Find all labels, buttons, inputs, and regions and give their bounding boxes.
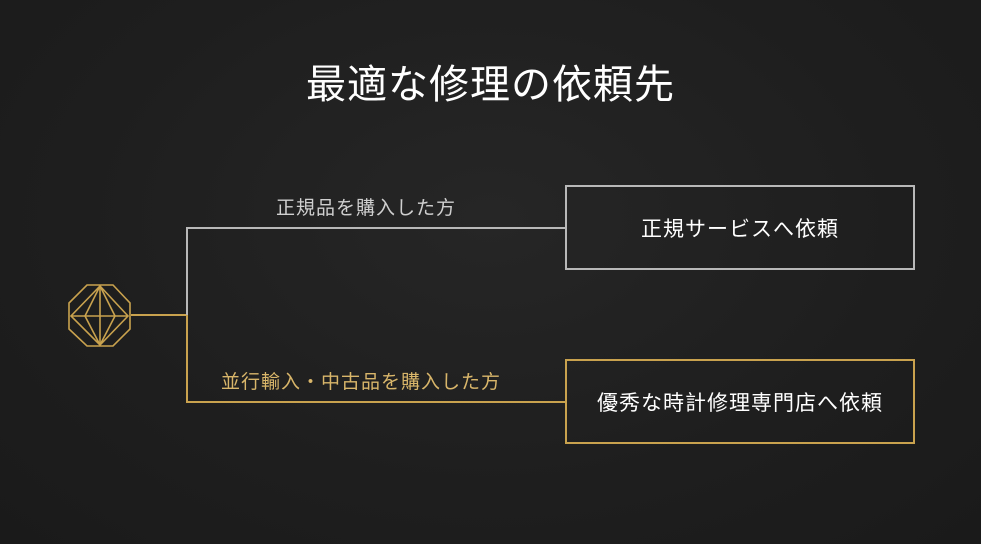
destination-label-official-service: 正規サービスへ依頼 [641, 216, 839, 241]
branch-label-genuine: 正規品を購入した方 [276, 197, 457, 219]
branch-connector-silver [186, 227, 565, 315]
destination-box-specialist-shop: 優秀な時計修理専門店へ依頼 [565, 359, 915, 444]
destination-label-specialist-shop: 優秀な時計修理専門店へ依頼 [597, 390, 883, 415]
destination-box-official-service: 正規サービスへ依頼 [565, 185, 915, 270]
branch-connector-gold [186, 315, 565, 403]
diagram-title: 最適な修理の依頼先 [306, 62, 675, 108]
geometric-diamond-icon [68, 284, 131, 347]
branch-label-parallel-import: 並行輸入・中古品を購入した方 [221, 371, 502, 393]
